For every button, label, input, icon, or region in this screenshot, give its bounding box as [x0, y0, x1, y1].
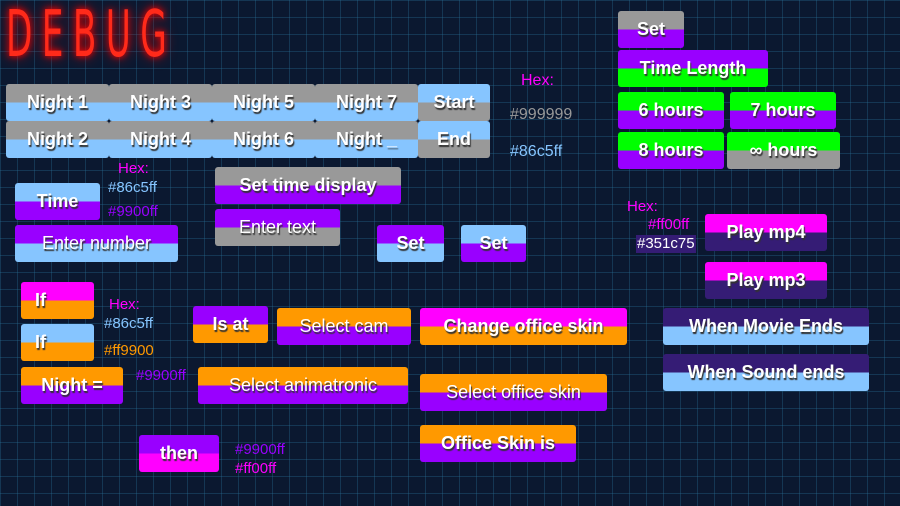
- select-animatronic-dropdown[interactable]: Select animatronic: [198, 367, 408, 404]
- play-mp4-button[interactable]: Play mp4: [705, 214, 827, 251]
- night-3-button[interactable]: Night 3: [109, 84, 212, 121]
- time-button[interactable]: Time: [15, 183, 100, 220]
- start-button[interactable]: Start: [418, 84, 490, 121]
- hex-value: #ff00ff: [235, 460, 277, 477]
- if-button[interactable]: If: [21, 324, 94, 361]
- when-sound-ends-button[interactable]: When Sound ends: [663, 354, 869, 391]
- hex-value: #9900ff: [136, 367, 186, 384]
- hex-value: #9900ff: [108, 203, 158, 220]
- hex-value: #ff00ff: [648, 216, 690, 233]
- night-5-button[interactable]: Night 5: [212, 84, 315, 121]
- time-length-button[interactable]: Time Length: [618, 50, 768, 87]
- night-2-button[interactable]: Night 2: [6, 121, 109, 158]
- hex-label: Hex:: [118, 160, 149, 177]
- night-1-button[interactable]: Night 1: [6, 84, 109, 121]
- is-at-button[interactable]: Is at: [193, 306, 268, 343]
- enter-number-input[interactable]: Enter number: [15, 225, 178, 262]
- if-button[interactable]: If: [21, 282, 94, 319]
- 7-hours-button[interactable]: 7 hours: [730, 92, 836, 129]
- hex-value: #351c75: [636, 235, 696, 253]
- then-button[interactable]: then: [139, 435, 219, 472]
- office-skin-is-button[interactable]: Office Skin is: [420, 425, 576, 462]
- play-mp3-button[interactable]: Play mp3: [705, 262, 827, 299]
- set-time-display-button[interactable]: Set time display: [215, 167, 401, 204]
- night-equals-button[interactable]: Night =: [21, 367, 123, 404]
- night-4-button[interactable]: Night 4: [109, 121, 212, 158]
- set-time-length-button[interactable]: Set: [618, 11, 684, 48]
- select-cam-dropdown[interactable]: Select cam: [277, 308, 411, 345]
- hex-label: Hex:: [521, 72, 554, 89]
- change-office-skin-button[interactable]: Change office skin: [420, 308, 627, 345]
- hex-value: #86c5ff: [104, 315, 153, 332]
- set-button[interactable]: Set: [461, 225, 526, 262]
- hex-label: Hex:: [627, 198, 658, 215]
- hex-value: #9900ff: [235, 441, 285, 458]
- enter-text-input[interactable]: Enter text: [215, 209, 340, 246]
- night-custom-button[interactable]: Night _: [315, 121, 418, 158]
- set-button[interactable]: Set: [377, 225, 444, 262]
- infinite-hours-button[interactable]: ∞ hours: [727, 132, 840, 169]
- select-office-skin-dropdown[interactable]: Select office skin: [420, 374, 607, 411]
- when-movie-ends-button[interactable]: When Movie Ends: [663, 308, 869, 345]
- night-7-button[interactable]: Night 7: [315, 84, 418, 121]
- hex-value: #ff9900: [104, 342, 154, 359]
- night-6-button[interactable]: Night 6: [212, 121, 315, 158]
- 6-hours-button[interactable]: 6 hours: [618, 92, 724, 129]
- end-button[interactable]: End: [418, 121, 490, 158]
- debug-title: DEBUG: [6, 0, 177, 72]
- hex-value: #86c5ff: [510, 143, 563, 160]
- hex-value: #999999: [510, 106, 573, 123]
- hex-label: Hex:: [109, 296, 140, 313]
- 8-hours-button[interactable]: 8 hours: [618, 132, 724, 169]
- hex-value: #86c5ff: [108, 179, 157, 196]
